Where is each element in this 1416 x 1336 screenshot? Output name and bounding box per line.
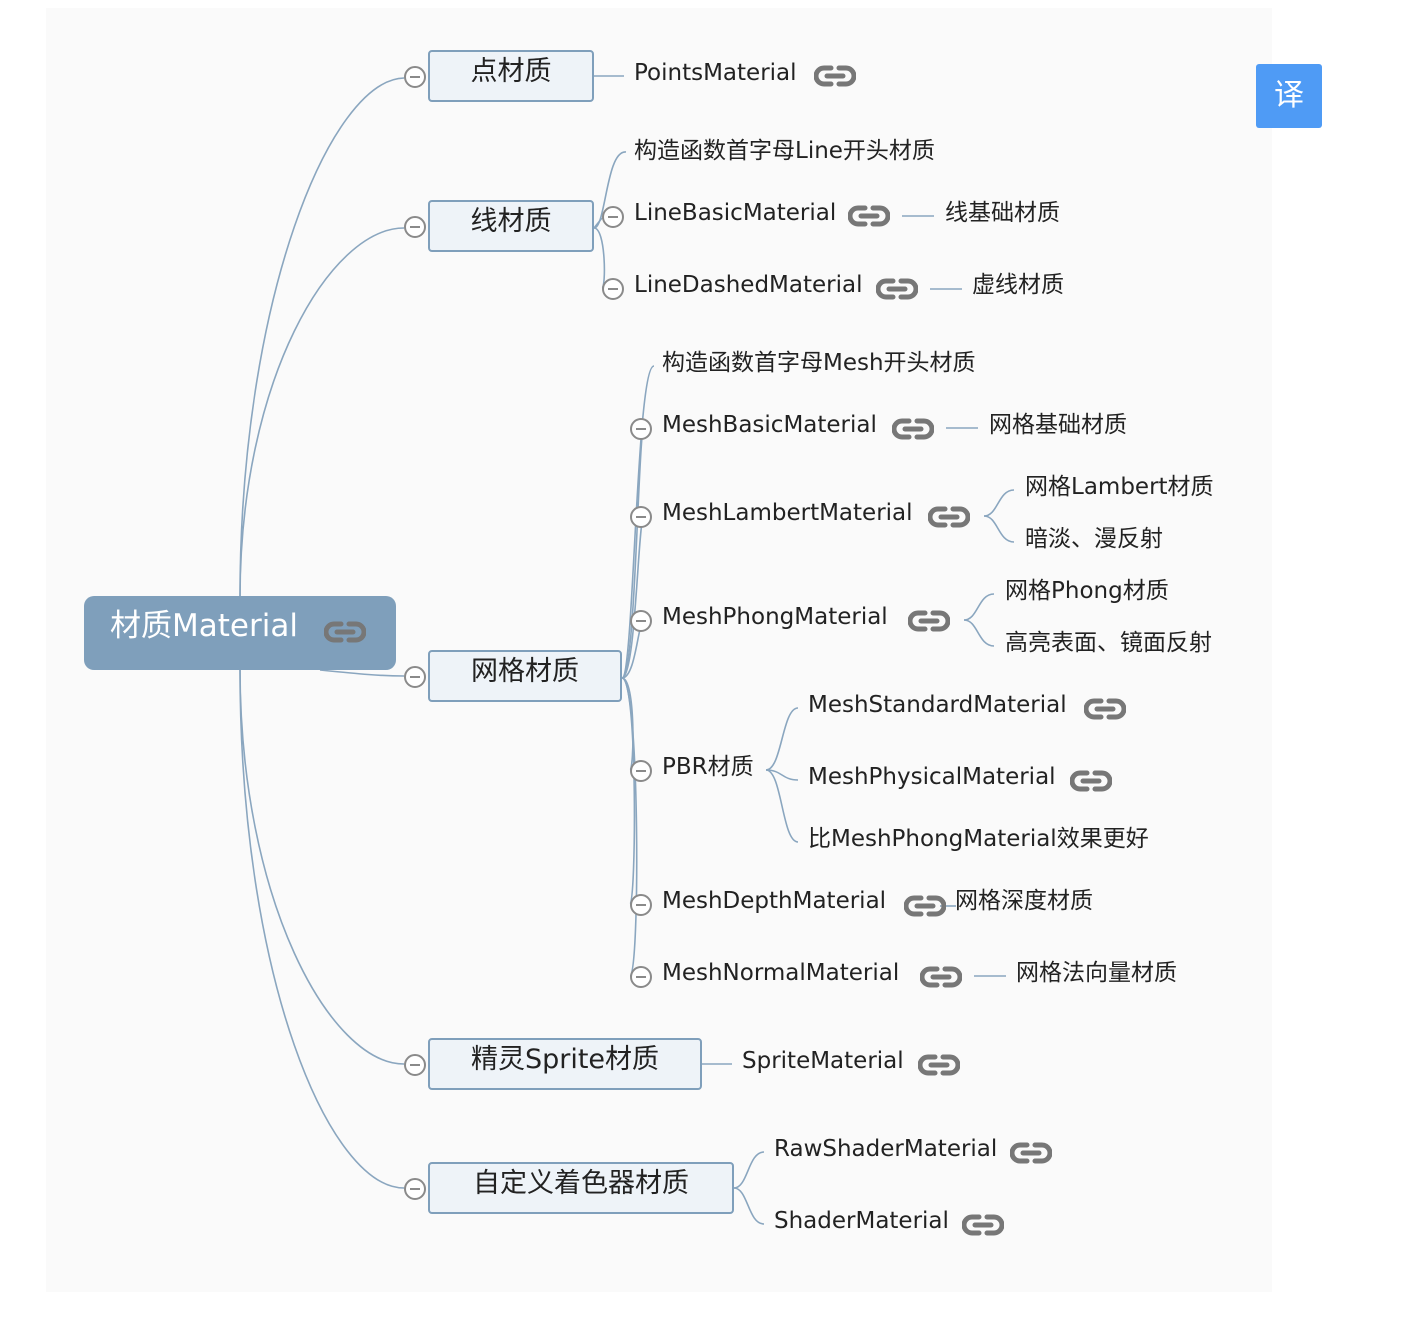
link-icon[interactable]: [1084, 697, 1126, 721]
leaf-mesh-note: 构造函数首字母Mesh开头材质: [662, 350, 976, 376]
link-icon[interactable]: [920, 965, 962, 989]
leaf-mesh-phong-desc1: 网格Phong材质: [1005, 578, 1169, 604]
leaf-mesh-phong[interactable]: MeshPhongMaterial: [662, 604, 888, 630]
link-icon[interactable]: [814, 64, 856, 88]
leaf-mesh-pbr[interactable]: PBR材质: [662, 754, 754, 780]
leaf-mesh-lambert-desc1: 网格Lambert材质: [1025, 474, 1214, 500]
leaf-mesh-basic[interactable]: MeshBasicMaterial: [662, 412, 877, 438]
leaf-mesh-normal-desc: 网格法向量材质: [1016, 960, 1177, 986]
leaf-shader[interactable]: ShaderMaterial: [774, 1208, 949, 1234]
branch-points[interactable]: 点材质: [428, 50, 594, 102]
branch-line[interactable]: 线材质: [428, 200, 594, 252]
link-icon[interactable]: [928, 505, 970, 529]
leaf-line-dashed-desc: 虚线材质: [972, 272, 1064, 298]
leaf-line-dashed[interactable]: LineDashedMaterial: [634, 272, 863, 298]
collapse-toggle[interactable]: [404, 216, 426, 238]
leaf-raw-shader[interactable]: RawShaderMaterial: [774, 1136, 998, 1162]
link-icon[interactable]: [324, 620, 366, 644]
leaf-mesh-physical[interactable]: MeshPhysicalMaterial: [808, 764, 1056, 790]
collapse-toggle[interactable]: [602, 278, 624, 300]
translate-button[interactable]: 译: [1256, 64, 1322, 128]
branch-shader[interactable]: 自定义着色器材质: [428, 1162, 734, 1214]
leaf-mesh-standard[interactable]: MeshStandardMaterial: [808, 692, 1067, 718]
collapse-toggle[interactable]: [630, 610, 652, 632]
collapse-toggle[interactable]: [602, 206, 624, 228]
leaf-mesh-depth[interactable]: MeshDepthMaterial: [662, 888, 887, 914]
collapse-toggle[interactable]: [630, 894, 652, 916]
collapse-toggle[interactable]: [630, 760, 652, 782]
leaf-line-note: 构造函数首字母Line开头材质: [634, 138, 935, 164]
leaf-line-basic[interactable]: LineBasicMaterial: [634, 200, 837, 226]
leaf-mesh-phong-desc2: 高亮表面、镜面反射: [1005, 630, 1212, 656]
link-icon[interactable]: [892, 417, 934, 441]
leaf-points-material[interactable]: PointsMaterial: [634, 60, 797, 86]
collapse-toggle[interactable]: [404, 1054, 426, 1076]
leaf-mesh-lambert[interactable]: MeshLambertMaterial: [662, 500, 913, 526]
link-icon[interactable]: [904, 894, 946, 918]
link-icon[interactable]: [1010, 1141, 1052, 1165]
branch-sprite[interactable]: 精灵Sprite材质: [428, 1038, 702, 1090]
link-icon[interactable]: [908, 609, 950, 633]
collapse-toggle[interactable]: [404, 1178, 426, 1200]
collapse-toggle[interactable]: [630, 418, 652, 440]
leaf-line-basic-desc: 线基础材质: [945, 200, 1060, 226]
leaf-mesh-depth-desc: 网格深度材质: [955, 888, 1093, 914]
link-icon[interactable]: [962, 1213, 1004, 1237]
branch-mesh[interactable]: 网格材质: [428, 650, 622, 702]
leaf-mesh-lambert-desc2: 暗淡、漫反射: [1025, 526, 1163, 552]
collapse-toggle[interactable]: [630, 506, 652, 528]
link-icon[interactable]: [876, 277, 918, 301]
collapse-toggle[interactable]: [630, 966, 652, 988]
collapse-toggle[interactable]: [404, 666, 426, 688]
link-icon[interactable]: [918, 1053, 960, 1077]
leaf-mesh-pbr-note: 比MeshPhongMaterial效果更好: [808, 826, 1149, 852]
link-icon[interactable]: [848, 204, 890, 228]
leaf-sprite-material[interactable]: SpriteMaterial: [742, 1048, 904, 1074]
leaf-mesh-basic-desc: 网格基础材质: [989, 412, 1127, 438]
root-label: 材质Material: [110, 608, 298, 644]
collapse-toggle[interactable]: [404, 66, 426, 88]
leaf-mesh-normal[interactable]: MeshNormalMaterial: [662, 960, 900, 986]
link-icon[interactable]: [1070, 769, 1112, 793]
